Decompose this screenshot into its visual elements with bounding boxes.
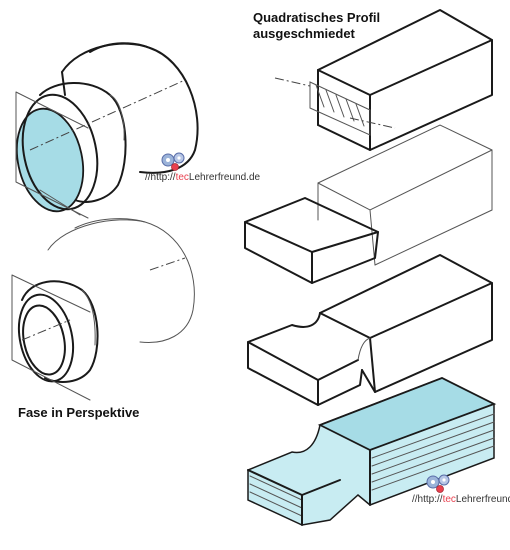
title-line-1: Quadratisches Profil	[253, 10, 381, 25]
caption-fase: Fase in Perspektive	[18, 405, 140, 420]
forged-shoulder-profile	[247, 254, 493, 406]
stepped-cylinder-shaded	[15, 42, 199, 219]
watermark-prefix: //http://	[145, 172, 176, 183]
watermark-suffix: Lehrerfreund.de	[188, 172, 261, 183]
gear-logo-icon	[426, 474, 450, 493]
watermark-accent: tec	[442, 494, 456, 505]
forged-step-profile	[244, 124, 493, 284]
stepped-cylinder-outline	[11, 218, 195, 401]
title-line-2: ausgeschmiedet	[253, 26, 355, 41]
watermark-suffix: Lehrerfreund.de	[455, 494, 510, 505]
gear-logo-icon	[161, 152, 185, 171]
watermark-left: //http://tecLehrerfreund.de	[145, 172, 260, 183]
layered-forged-profile	[247, 377, 497, 526]
watermark-right: //http://tecLehrerfreund.de	[412, 494, 510, 505]
square-profile-section	[274, 9, 493, 151]
watermark-prefix: //http://	[412, 494, 443, 505]
title-profile: Quadratisches Profil ausgeschmiedet	[253, 10, 380, 42]
watermark-accent: tec	[175, 172, 189, 183]
